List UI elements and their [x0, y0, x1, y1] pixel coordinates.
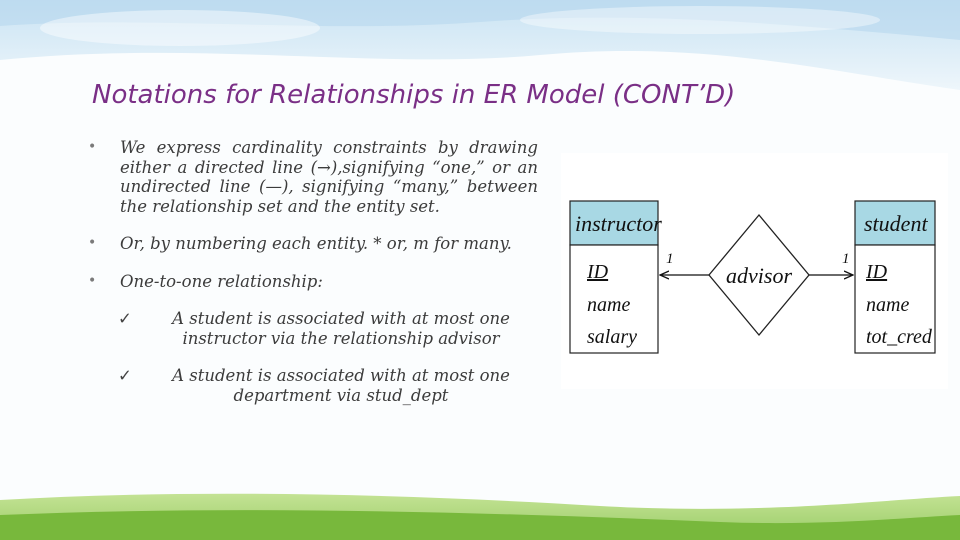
advisor-relationship: advisor — [708, 213, 810, 337]
bullet-dot-icon: • — [88, 235, 97, 251]
subbullet-text: A student is associated with at most one… — [172, 309, 510, 348]
instructor-entity: instructor ID name salary — [569, 200, 662, 354]
bullet-list: • We express cardinality constraints by … — [86, 138, 538, 423]
left-cardinality-label: 1 — [666, 251, 674, 267]
bullet-item: • One-to-one relationship: — [86, 272, 538, 292]
entity-body — [854, 244, 936, 354]
bullet-item: • We express cardinality constraints by … — [86, 138, 538, 216]
checkmark-icon: ✓ — [118, 366, 132, 385]
instructor-entity-name: instructor — [575, 211, 662, 236]
slide-title: Notations for Relationships in ER Model … — [92, 80, 736, 110]
student-attr-tot-cred: tot_cred — [866, 326, 933, 348]
bullet-text: Or, by numbering each entity. * or, m fo… — [120, 234, 512, 253]
instructor-attr-salary: salary — [587, 326, 637, 348]
er-diagram: instructor ID name salary student ID nam… — [561, 153, 948, 389]
er-diagram-svg: instructor ID name salary student ID nam… — [569, 200, 936, 354]
relationship-diamond — [708, 213, 810, 337]
bullet-text: We express cardinality constraints by dr… — [120, 138, 538, 216]
bullet-dot-icon: • — [88, 139, 97, 155]
student-entity: student ID name tot_cred — [854, 200, 936, 354]
bullet-text: One-to-one relationship: — [120, 271, 323, 291]
subbullet-item: ✓ A student is associated with at most o… — [118, 309, 538, 348]
subbullet-item: ✓ A student is associated with at most o… — [118, 366, 538, 405]
checkmark-icon: ✓ — [118, 309, 132, 328]
student-entity-name: student — [864, 211, 928, 236]
relationship-name: advisor — [726, 263, 792, 288]
entity-body — [569, 244, 659, 354]
bullet-item: • Or, by numbering each entity. * or, m … — [86, 234, 538, 254]
entity-header — [854, 200, 936, 246]
subbullet-text: A student is associated with at most one… — [172, 366, 510, 405]
instructor-attr-name: name — [587, 294, 630, 316]
right-cardinality-label: 1 — [842, 251, 850, 267]
instructor-attr-id: ID — [586, 261, 609, 283]
entity-header — [569, 200, 659, 246]
bullet-dot-icon: • — [88, 272, 97, 289]
student-attr-name: name — [866, 294, 909, 316]
student-attr-id: ID — [865, 261, 888, 283]
